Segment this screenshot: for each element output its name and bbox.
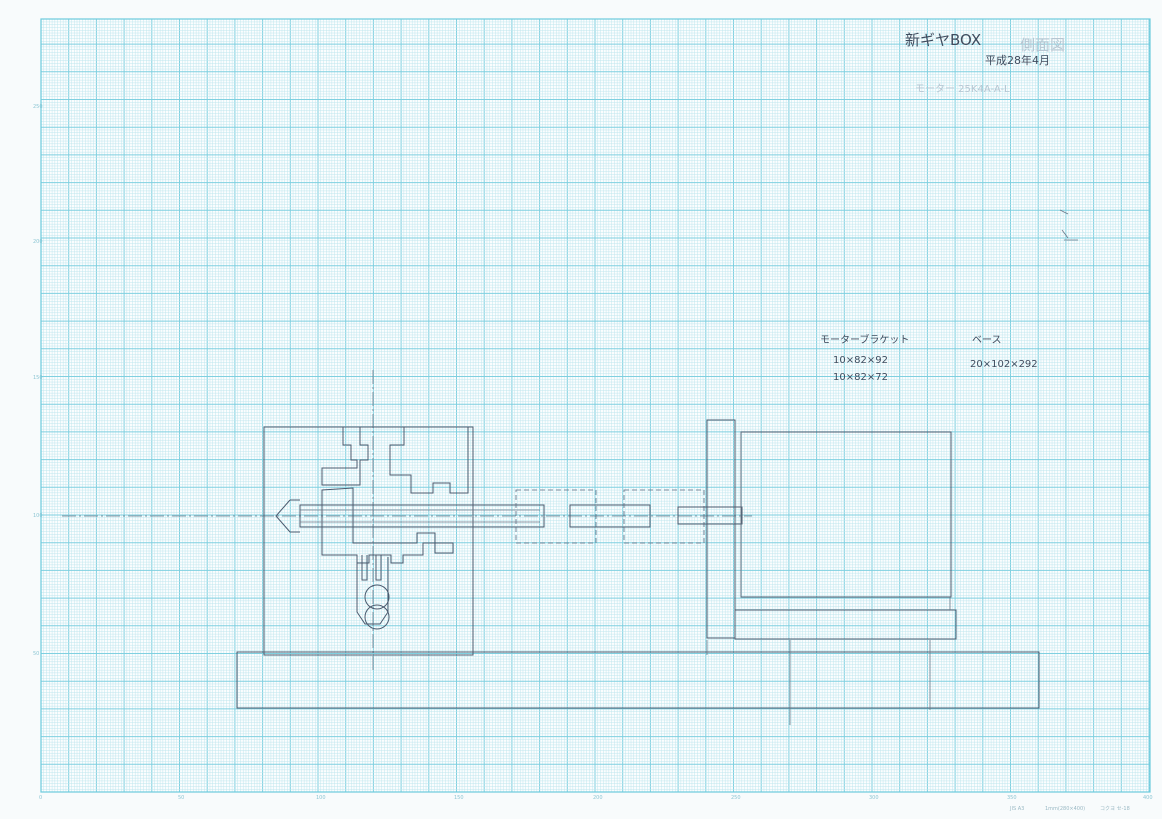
- coupling-dashed-1: [515, 489, 597, 544]
- worm-shaft: [361, 555, 382, 581]
- x-axis-label: 200: [593, 795, 603, 801]
- coupling-shaft: [569, 504, 651, 528]
- upper-gear-right: [389, 426, 469, 494]
- x-axis-label: 250: [731, 795, 741, 801]
- x-axis-label: 300: [869, 795, 879, 801]
- shaft-bore: [321, 487, 454, 564]
- x-axis-label: 350: [1007, 795, 1017, 801]
- shaft-inner-lines: [300, 509, 540, 523]
- x-axis-label: 150: [454, 795, 464, 801]
- base-plate: [236, 651, 1040, 709]
- shaft-tip: [275, 499, 300, 533]
- y-axis-label: 100: [33, 513, 43, 519]
- footer: JIS A3 1mm(280×400) コクヨ セ-18: [1009, 806, 1130, 812]
- x-axis-label: 100: [316, 795, 326, 801]
- grid-lines: [40, 18, 1150, 793]
- y-axis-label: 50: [33, 651, 39, 657]
- coupling-dashed-2: [623, 489, 705, 544]
- gearbox-drawing: [236, 419, 1040, 725]
- drawing-title: 新ギヤBOX: [905, 31, 981, 49]
- dimension-notes: モーターブラケット 10×82×92 10×82×72 ベース 20×102×2…: [820, 333, 1038, 383]
- base-label: ベース: [972, 334, 1002, 346]
- y-axis-labels: 250 200 150 100 50: [33, 104, 43, 657]
- upper-gear-left: [321, 426, 369, 486]
- y-axis-label: 250: [33, 104, 43, 110]
- centerlines: [62, 370, 752, 670]
- motor-bracket-plate: [706, 419, 736, 639]
- x-axis-label: 50: [178, 795, 184, 801]
- faint-marks: [1059, 209, 1078, 241]
- title-block: 新ギヤBOX 側面図 平成28年4月 モーター 25K4A-A-L: [905, 31, 1065, 95]
- motor-note: モーター 25K4A-A-L: [915, 83, 1010, 95]
- motor-bracket-label: モーターブラケット: [820, 333, 909, 346]
- construction-lines: [706, 597, 951, 725]
- gearbox-housing: [263, 426, 474, 656]
- footer-maker: コクヨ セ-18: [1100, 806, 1130, 812]
- x-axis-label: 0: [39, 795, 42, 801]
- grid-border: [40, 18, 1151, 793]
- y-axis-label: 200: [33, 239, 43, 245]
- view-stamp: 側面図: [1020, 36, 1065, 54]
- worm-gear-circle-2: [364, 604, 390, 630]
- base-dim: 20×102×292: [970, 359, 1038, 370]
- motor-bracket-base: [734, 609, 957, 640]
- motor-shaft: [677, 506, 743, 525]
- footer-dimensions: 1mm(280×400): [1045, 806, 1085, 812]
- x-axis-label: 400: [1143, 795, 1153, 801]
- drawing-date: 平成28年4月: [985, 53, 1050, 67]
- motor-bracket-dim-1: 10×82×92: [833, 355, 888, 366]
- output-shaft: [299, 504, 545, 528]
- x-axis-labels: 0 50 100 150 200 250 300 350 400: [39, 795, 1153, 801]
- motor-bracket-dim-2: 10×82×72: [833, 372, 888, 383]
- y-axis-label: 150: [33, 375, 43, 381]
- footer-paper-size: JIS A3: [1009, 806, 1024, 812]
- worm-gear-circle-1: [364, 584, 390, 610]
